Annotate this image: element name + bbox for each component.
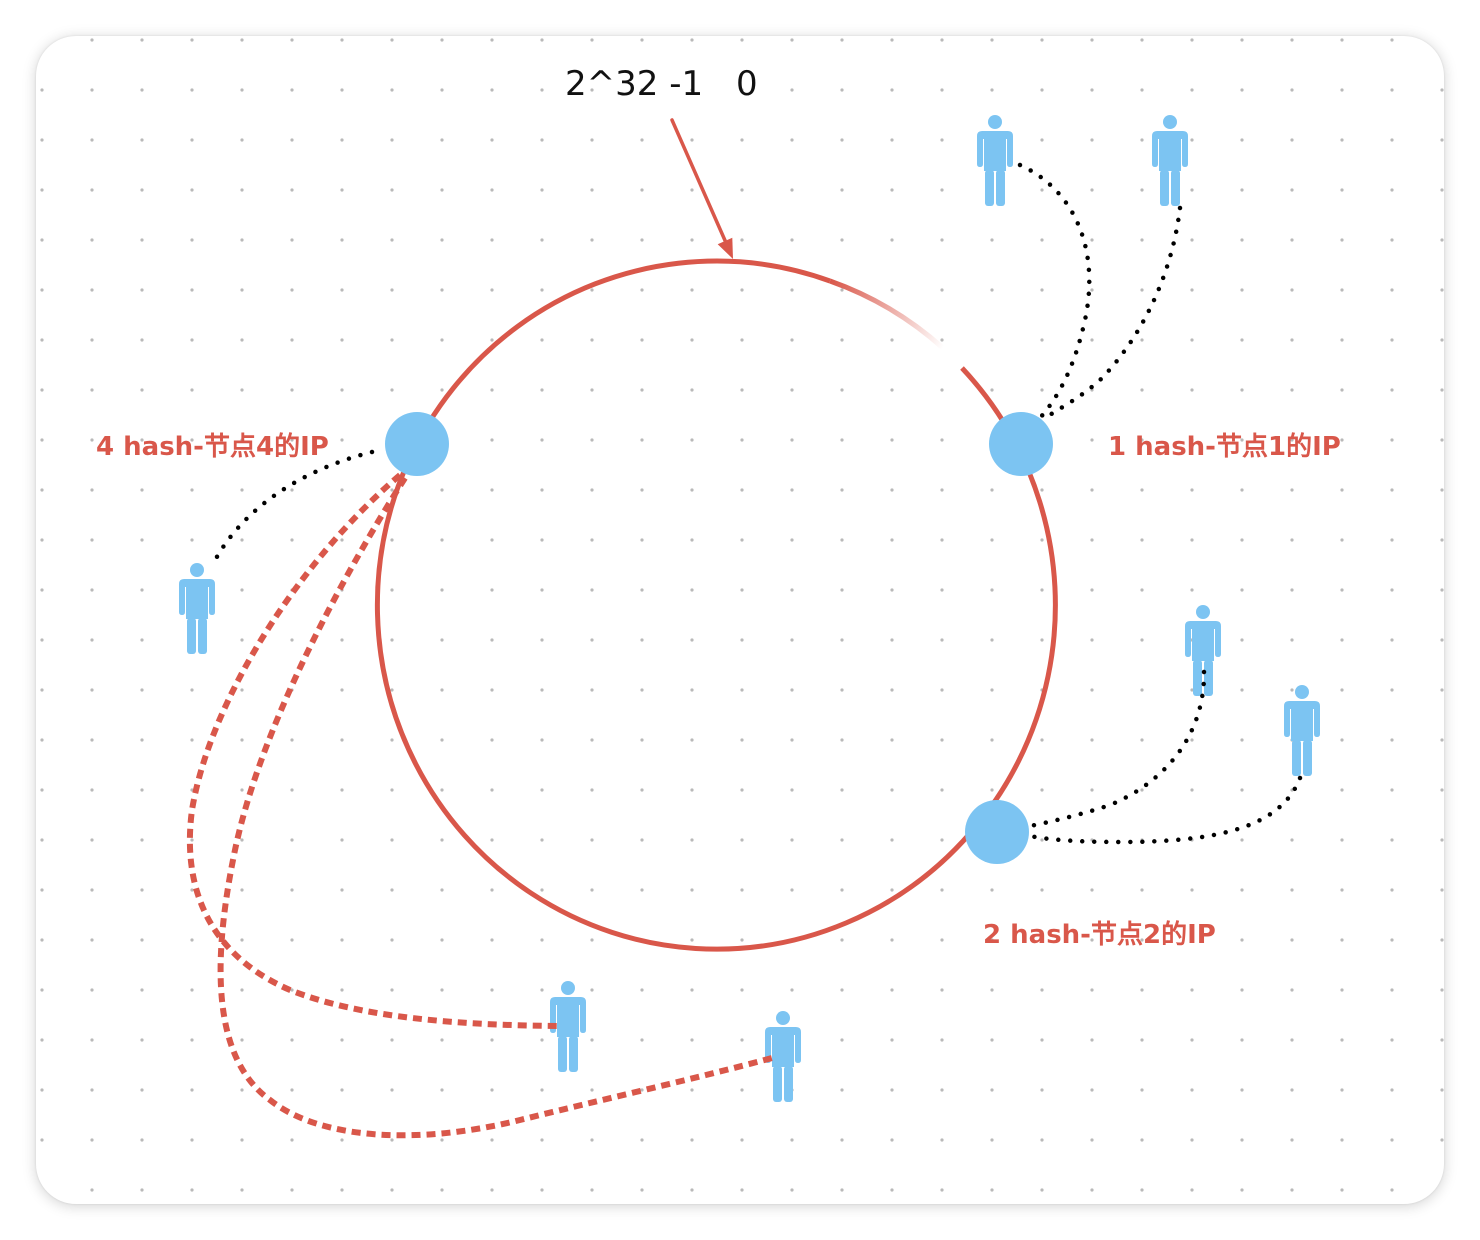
- hash-ring-fading-arc: [829, 278, 945, 350]
- hash-node-2: [965, 800, 1029, 864]
- dot-grid-background: [36, 36, 1444, 1204]
- link-client-to-node-2: [1027, 775, 1303, 845]
- link-client-to-node-2: [1027, 669, 1207, 829]
- hash-node-1-label: 1 hash-节点1的IP: [1108, 431, 1341, 462]
- ring-zero-value-label: 0: [736, 64, 758, 104]
- node-labels: 4 hash-节点4的IP 1 hash-节点1的IP 2 hash-节点2的I…: [96, 431, 1341, 950]
- link-client-to-node-1: [1017, 162, 1092, 421]
- remapped-links: [186, 472, 773, 1139]
- hash-node-1: [989, 412, 1053, 476]
- hash-node-2-label: 2 hash-节点2的IP: [983, 919, 1216, 950]
- remapped-link-to-node-4: [186, 472, 558, 1029]
- hash-ring: [374, 258, 1058, 952]
- hash-ring-arc: [374, 258, 1058, 952]
- origin-arrow-head: [717, 237, 733, 259]
- origin-arrow: [670, 118, 733, 259]
- link-client-to-node-4: [209, 449, 375, 569]
- hash-nodes: [385, 412, 1053, 864]
- client-links: [209, 162, 1303, 845]
- origin-arrow-shaft: [670, 118, 729, 247]
- hash-node-4: [385, 412, 449, 476]
- hash-node-4-label: 4 hash-节点4的IP: [96, 431, 329, 462]
- remapped-link-to-node-4: [217, 476, 773, 1139]
- ring-max-value-label: 2^32 -1: [565, 64, 703, 104]
